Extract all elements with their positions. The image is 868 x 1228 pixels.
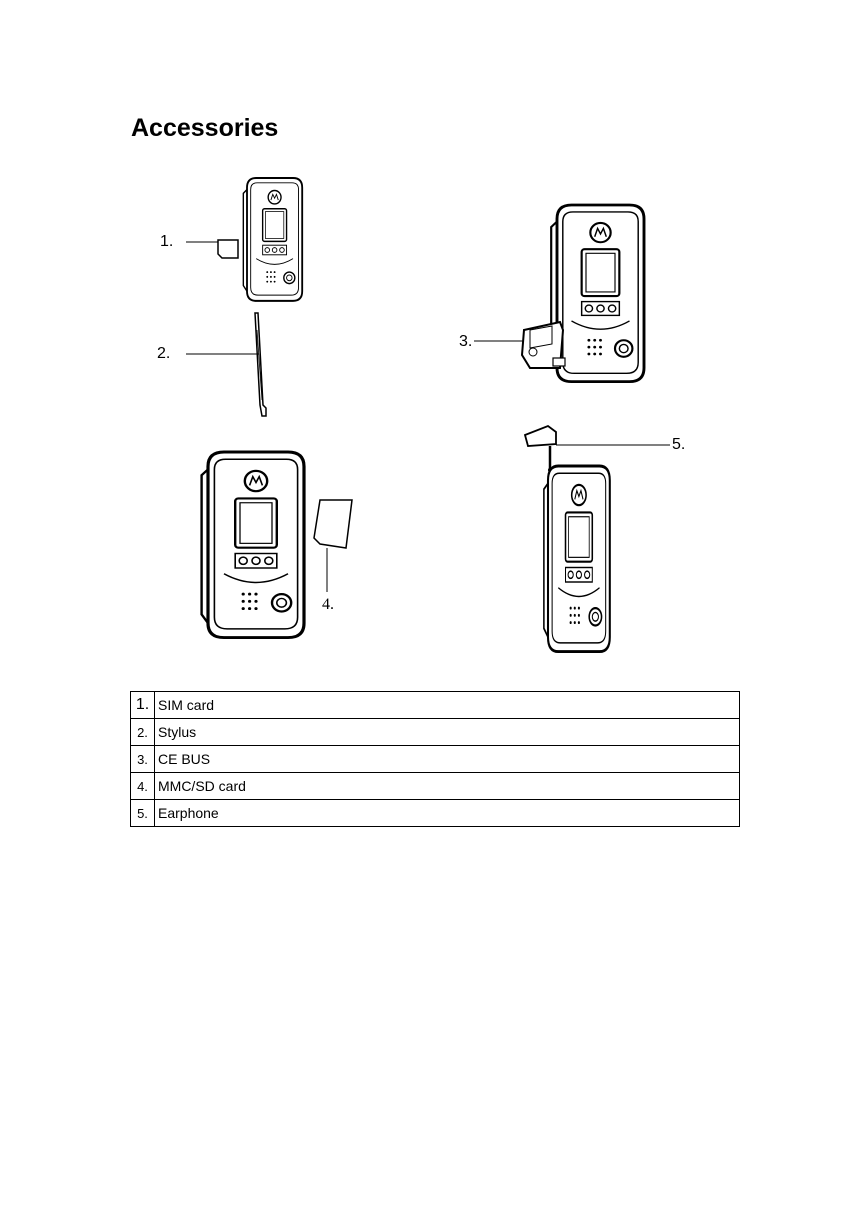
row-item: SIM card xyxy=(154,691,740,719)
callout-label-5: 5. xyxy=(672,436,686,453)
callout-label-3: 3. xyxy=(459,333,473,350)
row-number: 5. xyxy=(130,799,155,827)
table-row: 3. CE BUS xyxy=(130,745,740,773)
row-item: Earphone xyxy=(154,799,740,827)
row-item: MMC/SD card xyxy=(154,772,740,800)
row-number: 2. xyxy=(130,718,155,746)
table-row: 5. Earphone xyxy=(130,799,740,827)
phone-sim-illustration xyxy=(242,177,304,302)
callout-label-2: 2. xyxy=(157,345,171,362)
cebus-connector-illustration xyxy=(520,320,566,369)
earphone-plug-illustration xyxy=(523,424,557,472)
table-row: 1. SIM card xyxy=(130,691,740,719)
table-row: 4. MMC/SD card xyxy=(130,772,740,800)
sim-card-shape xyxy=(217,239,239,259)
callout-label-1: 1. xyxy=(160,233,174,250)
phone-earphone-illustration xyxy=(542,464,612,654)
row-item: Stylus xyxy=(154,718,740,746)
mmc-card-shape xyxy=(313,499,353,549)
accessories-table: 1. SIM card 2. Stylus 3. CE BUS 4. MMC/S… xyxy=(130,691,740,827)
phone-mmc-illustration xyxy=(200,450,306,640)
row-item: CE BUS xyxy=(154,745,740,773)
row-number: 3. xyxy=(130,745,155,773)
row-number: 1. xyxy=(130,691,155,719)
row-number: 4. xyxy=(130,772,155,800)
callout-label-4: 4. xyxy=(322,596,334,613)
page-title: Accessories xyxy=(131,114,279,142)
phone-cebus-illustration xyxy=(549,203,646,384)
accessories-illustration xyxy=(186,177,670,654)
stylus-illustration xyxy=(254,312,267,417)
table-row: 2. Stylus xyxy=(130,718,740,746)
